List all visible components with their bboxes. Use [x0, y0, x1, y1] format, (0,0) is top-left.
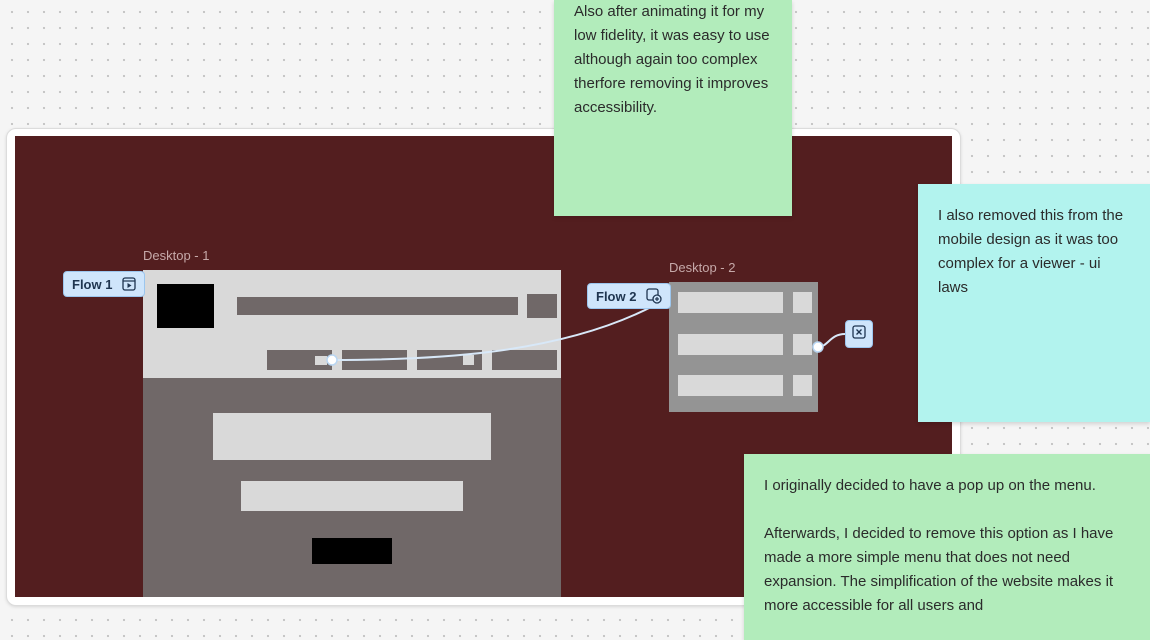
desktop-1-label[interactable]: Desktop - 1	[143, 248, 210, 263]
flow-1-chip[interactable]: Flow 1	[63, 271, 146, 297]
desktop-2-label[interactable]: Desktop - 2	[669, 260, 736, 275]
sticky-note-top-text: Also after animating it for my low fidel…	[574, 3, 770, 116]
sticky-note-right[interactable]: I also removed this from the mobile desi…	[918, 184, 1150, 422]
nav-item-4[interactable]	[492, 350, 557, 370]
hero-block	[213, 413, 491, 460]
overlay-target-icon	[646, 288, 663, 304]
menu-row-2	[678, 334, 783, 355]
close-overlay-icon	[852, 324, 866, 344]
sticky-note-bottom-spacer	[764, 498, 1136, 522]
menu-row-3	[678, 375, 783, 396]
flow-1-label: Flow 1	[72, 276, 113, 292]
close-overlay-action[interactable]	[845, 320, 873, 348]
sticky-note-bottom[interactable]: I originally decided to have a pop up on…	[744, 454, 1150, 640]
cta-button-placeholder[interactable]	[312, 538, 392, 564]
nav-item-3-marker	[463, 355, 474, 365]
nav-bar-placeholder	[237, 297, 518, 315]
nav-item-2[interactable]	[342, 350, 407, 370]
nav-item-1[interactable]	[267, 350, 332, 370]
menu-row-3-icon	[793, 375, 812, 396]
desktop-2-frame[interactable]	[669, 282, 818, 412]
flow-2-chip[interactable]: Flow 2	[587, 283, 672, 309]
desktop-1-frame[interactable]	[143, 270, 561, 597]
logo-placeholder	[157, 284, 214, 328]
nav-item-1-marker	[315, 356, 327, 365]
sticky-note-top[interactable]: Also after animating it for my low fidel…	[554, 0, 792, 216]
menu-button-placeholder[interactable]	[527, 294, 557, 318]
menu-row-1	[678, 292, 783, 313]
sticky-note-bottom-line1: I originally decided to have a pop up on…	[764, 477, 1096, 494]
sticky-note-bottom-line2: Afterwards, I decided to remove this opt…	[764, 525, 1114, 614]
flow-2-label: Flow 2	[596, 288, 637, 304]
play-frame-icon	[122, 277, 137, 291]
nav-item-3[interactable]	[417, 350, 482, 370]
menu-row-2-icon	[793, 334, 812, 355]
sticky-note-right-text: I also removed this from the mobile desi…	[938, 207, 1124, 296]
subtext-block	[241, 481, 463, 511]
menu-row-1-icon	[793, 292, 812, 313]
